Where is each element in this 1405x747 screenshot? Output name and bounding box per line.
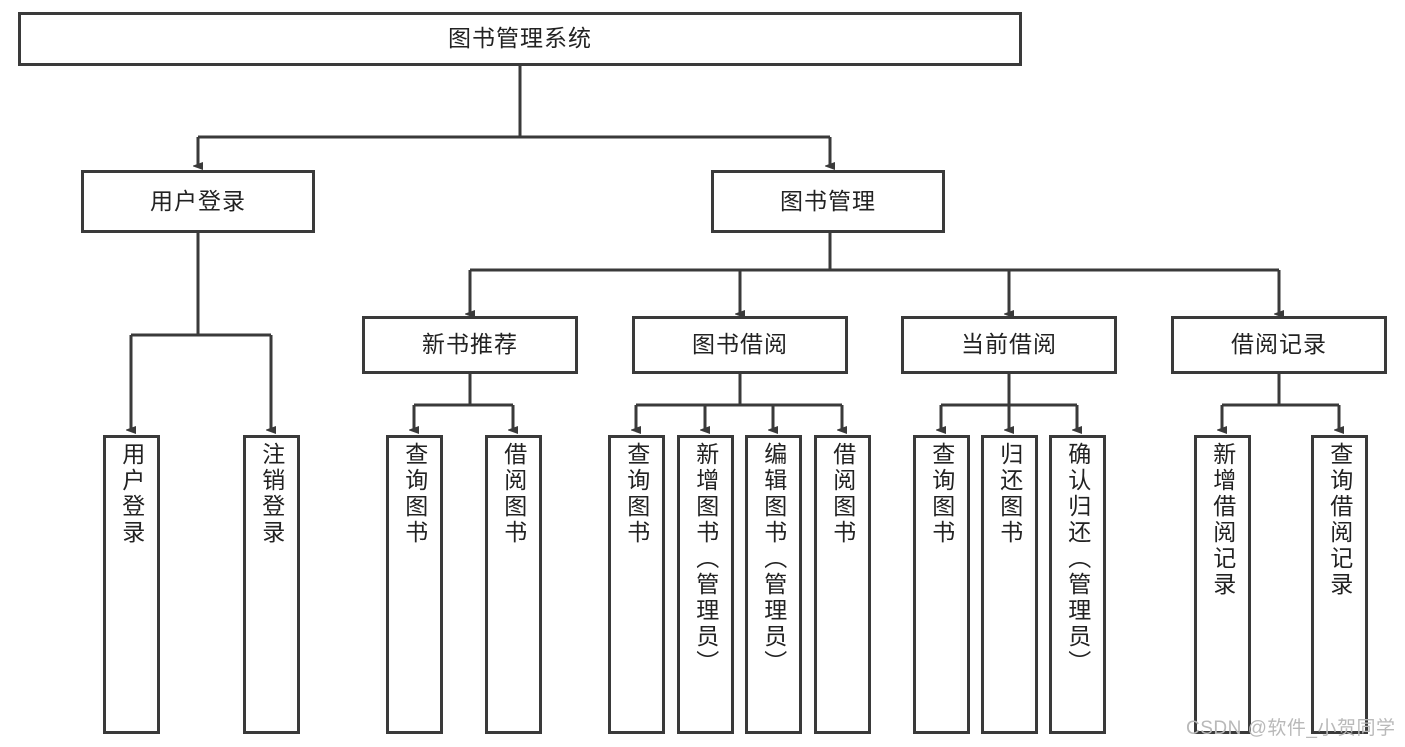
node-label: 借阅记录: [1231, 331, 1327, 358]
node-label: 借阅图书: [500, 442, 527, 546]
node-label: 查询图书: [401, 442, 428, 546]
leaf-borrow-add-book[interactable]: 新增图书（管理员）: [677, 435, 734, 734]
leaf-recommend-query-book[interactable]: 查询图书: [386, 435, 443, 734]
node-label: 确认归还（管理员）: [1064, 442, 1091, 676]
node-label: 图书管理系统: [448, 25, 592, 52]
leaf-current-confirm-return[interactable]: 确认归还（管理员）: [1049, 435, 1106, 734]
node-label: 图书借阅: [692, 331, 788, 358]
watermark: CSDN @软件_小贺同学: [1186, 718, 1396, 739]
node-book-borrow[interactable]: 图书借阅: [632, 316, 848, 374]
leaf-current-query-book[interactable]: 查询图书: [913, 435, 970, 734]
leaf-borrow-edit-book[interactable]: 编辑图书（管理员）: [745, 435, 802, 734]
node-label: 查询图书: [928, 442, 955, 546]
node-new-book-recommend[interactable]: 新书推荐: [362, 316, 578, 374]
node-borrow-record[interactable]: 借阅记录: [1171, 316, 1387, 374]
node-root-system[interactable]: 图书管理系统: [18, 12, 1022, 66]
leaf-user-logout[interactable]: 注销登录: [243, 435, 300, 734]
node-label: 归还图书: [996, 442, 1023, 546]
node-label: 编辑图书（管理员）: [760, 442, 787, 676]
leaf-current-return-book[interactable]: 归还图书: [981, 435, 1038, 734]
node-current-borrow[interactable]: 当前借阅: [901, 316, 1117, 374]
leaf-borrow-borrow-book[interactable]: 借阅图书: [814, 435, 871, 734]
node-book-management[interactable]: 图书管理: [711, 170, 945, 233]
node-label: 新增借阅记录: [1209, 442, 1236, 598]
node-label: 查询图书: [623, 442, 650, 546]
node-label: 当前借阅: [961, 331, 1057, 358]
leaf-record-query-record[interactable]: 查询借阅记录: [1311, 435, 1368, 734]
node-user-login[interactable]: 用户登录: [81, 170, 315, 233]
leaf-recommend-borrow-book[interactable]: 借阅图书: [485, 435, 542, 734]
leaf-borrow-query-book[interactable]: 查询图书: [608, 435, 665, 734]
leaf-record-add-record[interactable]: 新增借阅记录: [1194, 435, 1251, 734]
node-label: 查询借阅记录: [1326, 442, 1353, 598]
node-label: 借阅图书: [829, 442, 856, 546]
node-label: 新书推荐: [422, 331, 518, 358]
node-label: 用户登录: [118, 442, 145, 546]
node-label: 图书管理: [780, 187, 876, 214]
node-label: 用户登录: [150, 187, 246, 214]
node-label: 注销登录: [258, 442, 285, 546]
node-label: 新增图书（管理员）: [692, 442, 719, 676]
leaf-user-login[interactable]: 用户登录: [103, 435, 160, 734]
